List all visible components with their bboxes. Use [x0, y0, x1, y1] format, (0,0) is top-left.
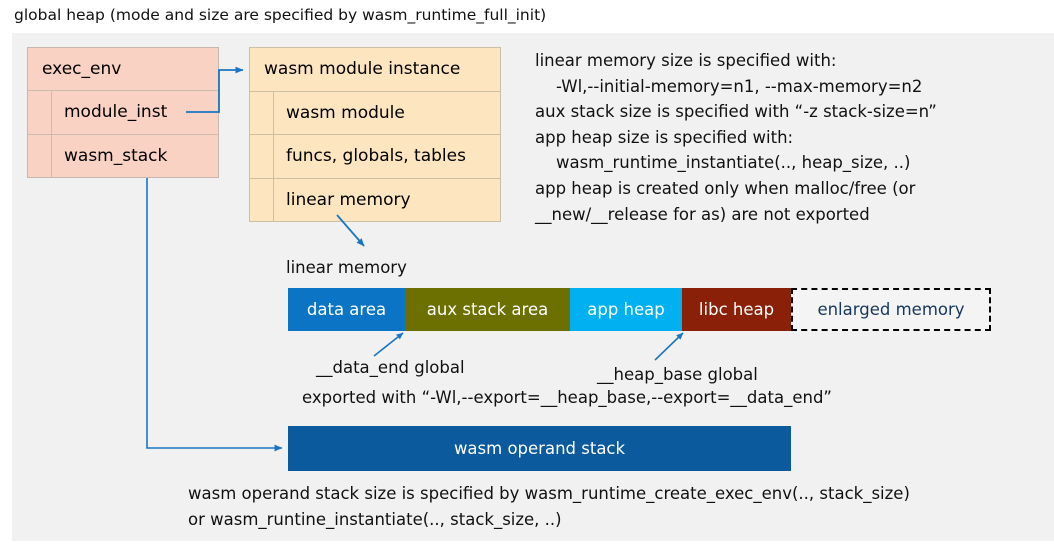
page-title: global heap (mode and size are specified… — [14, 6, 547, 24]
module-instance-field-label: funcs, globals, tables — [286, 146, 466, 167]
annotation-export-note: exported with “-Wl,--export=__heap_base,… — [302, 388, 832, 407]
linear-memory-label: linear memory — [286, 258, 407, 277]
module-instance-field-funcs-globals-tables: funcs, globals, tables — [250, 134, 500, 178]
memory-segment-enlarged-memory: enlarged memory — [791, 288, 991, 331]
wasm-operand-stack-bar: wasm operand stack — [288, 426, 791, 471]
wasm-module-instance-box: wasm module instance wasm module funcs, … — [249, 47, 501, 222]
annotation-heap-base: __heap_base global — [597, 365, 758, 384]
memory-segment-label: data area — [306, 300, 387, 319]
module-instance-gutter — [250, 91, 274, 134]
exec-env-gutter — [28, 91, 52, 134]
exec-env-box: exec_env module_inst wasm_stack — [27, 47, 219, 178]
wasm-operand-stack-label: wasm operand stack — [453, 439, 626, 458]
exec-env-field-module-inst: module_inst — [28, 90, 218, 134]
operand-stack-caption: wasm operand stack size is specified by … — [188, 484, 910, 529]
memory-segment-data-area: data area — [288, 288, 405, 331]
exec-env-header: exec_env — [42, 59, 122, 80]
module-instance-gutter — [250, 135, 274, 178]
exec-env-gutter — [28, 134, 52, 177]
memory-segment-label: libc heap — [698, 300, 775, 319]
memory-segment-aux-stack-area: aux stack area — [405, 288, 570, 331]
memory-segment-label: aux stack area — [426, 300, 549, 319]
exec-env-field-wasm-stack: wasm_stack — [28, 133, 218, 177]
exec-env-field-label: module_inst — [64, 102, 168, 123]
module-instance-gutter — [250, 178, 274, 221]
module-instance-field-label: linear memory — [286, 189, 411, 210]
module-instance-field-wasm-module: wasm module — [250, 90, 500, 134]
memory-segment-libc-heap: libc heap — [682, 288, 791, 331]
memory-segment-label: enlarged memory — [817, 300, 965, 319]
memory-segment-label: app heap — [587, 300, 665, 319]
annotation-data-end: __data_end global — [316, 358, 465, 377]
memory-config-notes: linear memory size is specified with: -W… — [535, 51, 937, 224]
module-instance-field-linear-memory: linear memory — [250, 177, 500, 221]
module-instance-header: wasm module instance — [264, 59, 461, 80]
module-instance-field-label: wasm module — [286, 102, 405, 123]
exec-env-field-label: wasm_stack — [64, 145, 168, 166]
memory-segment-app-heap: app heap — [570, 288, 682, 331]
